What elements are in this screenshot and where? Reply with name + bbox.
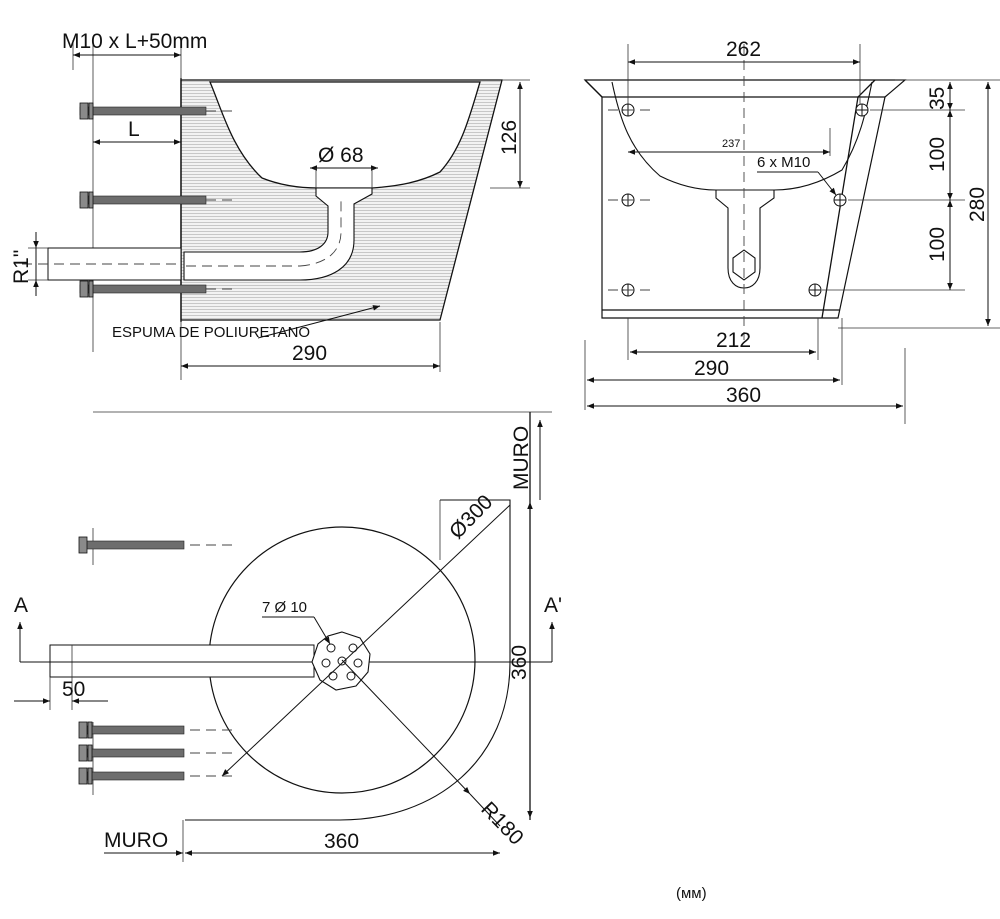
top-supply-pipe: [49, 644, 315, 678]
front-top-width-label: 262: [726, 38, 761, 61]
anchor-rod-bottom: [79, 280, 235, 298]
front-spacing-upper-label: 100: [926, 137, 949, 172]
units-label: (мм): [676, 885, 707, 902]
side-view: M10 x L+50mm L Ø 68 126 R1" ESPUMA DE PO…: [10, 30, 530, 380]
front-overall-width-label: 360: [726, 384, 761, 407]
drain-diameter-label: Ø 68: [318, 144, 364, 167]
front-view: 262 237 6 x M10 35 100 100 280 212 290: [583, 38, 1000, 424]
anchor-rod-top: [79, 102, 235, 120]
front-spacing-lower-label: 100: [926, 227, 949, 262]
front-rim-height-label: 35: [926, 87, 949, 110]
pipe-thread-label: R1": [10, 250, 33, 284]
front-bolts-label: 6 x M10: [757, 154, 810, 171]
supply-pipe: [47, 247, 182, 281]
top-view: A A' 7 Ø 10 Ø300 R180 MURO 360: [14, 411, 562, 862]
section-a-prime-label: A': [544, 594, 562, 617]
top-drain: [311, 631, 371, 691]
anchor-rod-middle: [79, 191, 235, 209]
front-bottom-width-label: 212: [716, 329, 751, 352]
drain-trap-pipe: [183, 187, 373, 281]
front-inner-width-label: 237: [722, 138, 740, 150]
rod-length-label: M10 x L+50mm: [62, 30, 207, 53]
top-basin-outline: [185, 499, 511, 821]
top-rod-group: [78, 721, 232, 785]
bowl-diameter-label: Ø300: [445, 491, 497, 544]
top-depth-label: 360: [508, 645, 531, 680]
top-rod-single: [78, 536, 232, 554]
front-total-height-label: 280: [966, 187, 989, 222]
basin-radius-label: R180: [476, 797, 527, 849]
front-bolt-holes: [608, 103, 869, 297]
top-width-label: 360: [324, 830, 359, 853]
front-mid-width-label: 290: [694, 357, 729, 380]
pipe-offset-label: 50: [62, 678, 85, 701]
embed-length-label: L: [128, 118, 140, 141]
wall-bottom-label: MURO: [104, 829, 168, 852]
foam-label: ESPUMA DE POLIURETANO: [112, 324, 310, 341]
drain-holes-label: 7 Ø 10: [262, 599, 307, 616]
section-a-label: A: [14, 594, 28, 617]
bowl-depth-label: 126: [498, 120, 521, 155]
wall-right-label: MURO: [510, 426, 533, 490]
side-depth-label: 290: [292, 342, 327, 365]
